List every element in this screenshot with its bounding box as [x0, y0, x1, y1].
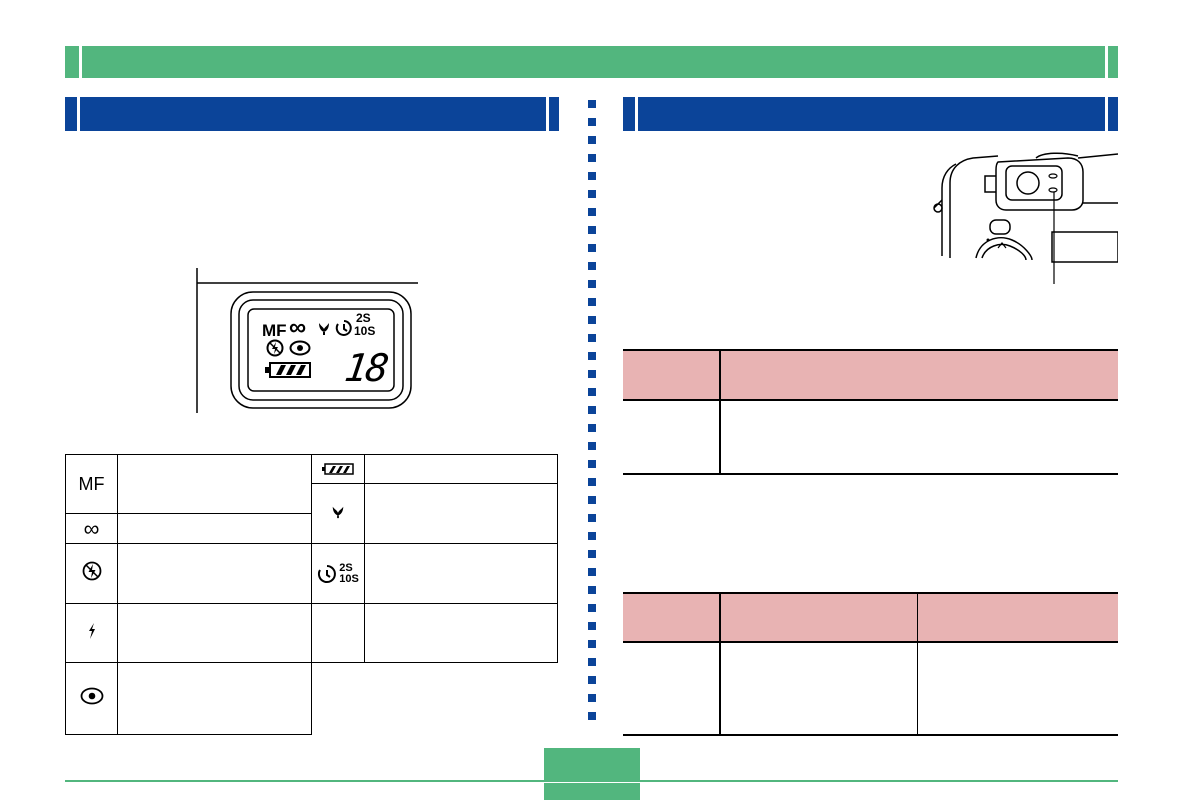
flash-on-cell	[65, 603, 118, 663]
table-cell	[916, 641, 1118, 736]
blank-cell	[312, 663, 558, 735]
empty-description	[364, 603, 558, 663]
table-header-row	[623, 349, 1118, 401]
table-header-cell	[916, 592, 1118, 643]
battery-description	[364, 454, 558, 484]
mf-cell: MF	[65, 454, 118, 514]
section-header-right	[623, 97, 1118, 131]
flash-off-icon	[82, 561, 101, 581]
table-row	[623, 641, 1118, 736]
empty-icon-cell	[311, 603, 365, 663]
section-header-notch	[546, 97, 549, 131]
battery-icon	[322, 462, 354, 475]
table-cell	[623, 399, 721, 475]
lcd-timer-2s: 2S	[356, 311, 371, 325]
red-eye-icon	[80, 687, 103, 705]
section-header-notch	[77, 97, 80, 131]
section-header-notch	[635, 97, 638, 131]
infinity-description	[117, 513, 312, 544]
lcd-indicator-table: MF ∞	[65, 454, 558, 735]
lcd-self-timer-icon	[335, 320, 352, 336]
section-header-notch	[1105, 97, 1108, 131]
table-cell	[719, 641, 918, 736]
flash-on-description	[117, 603, 312, 663]
infinity-icon: ∞	[83, 515, 100, 541]
table-cell	[719, 399, 1118, 475]
table-header-cell	[623, 592, 721, 643]
red-eye-cell	[65, 662, 118, 735]
page-number-box	[544, 748, 640, 780]
table-row	[66, 483, 558, 544]
camera-illustration	[928, 148, 1118, 288]
infinity-cell: ∞	[65, 513, 118, 544]
self-timer-description	[364, 543, 558, 604]
table-row	[65, 603, 558, 663]
flash-off-cell	[65, 543, 118, 604]
self-timer-icon	[318, 564, 337, 583]
flash-on-icon	[88, 622, 95, 639]
table-row: MF	[65, 454, 558, 514]
title-bar-notch-right	[1105, 46, 1108, 78]
table-header-cell	[719, 592, 918, 643]
pink-table-1	[623, 349, 1118, 475]
page-number-box-bottom	[544, 783, 640, 800]
macro-icon	[332, 506, 344, 519]
timer-2s-label: 2S	[339, 561, 353, 574]
lcd-infinity-icon: ∞	[289, 314, 307, 341]
macro-cell	[311, 483, 365, 544]
footer-line	[65, 780, 1118, 782]
table-header-cell	[623, 349, 721, 401]
battery-cell	[311, 454, 365, 484]
flash-off-description	[117, 543, 312, 604]
mf-icon: MF	[78, 473, 105, 494]
table-header-row	[623, 592, 1118, 643]
lcd-battery-icon	[265, 362, 311, 378]
table-row	[623, 399, 1118, 475]
table-cell	[623, 641, 721, 736]
macro-description	[364, 483, 558, 544]
table-header-cell	[719, 349, 1118, 401]
section-header-left	[65, 97, 559, 131]
lcd-macro-icon	[319, 323, 329, 335]
mf-description	[117, 454, 312, 514]
table-row: ∞	[65, 513, 558, 544]
lcd-flash-off-icon	[266, 339, 284, 357]
lcd-timer-10s: 10S	[354, 324, 376, 338]
lcd-red-eye-icon	[289, 340, 311, 356]
pink-table-2	[623, 592, 1118, 736]
table-row	[65, 662, 558, 735]
lcd-panel-illustration: MF ∞ 2S 10S 18	[190, 268, 430, 416]
timer-10s-label: 10S	[339, 572, 359, 585]
title-bar	[65, 46, 1118, 78]
red-eye-description	[117, 662, 312, 735]
title-bar-notch-left	[79, 46, 82, 78]
lcd-mf-label: MF	[262, 321, 287, 340]
lcd-shot-count: 18	[341, 346, 390, 390]
self-timer-cell: 2S 10S	[311, 543, 365, 604]
table-row: 2S 10S	[65, 543, 558, 604]
